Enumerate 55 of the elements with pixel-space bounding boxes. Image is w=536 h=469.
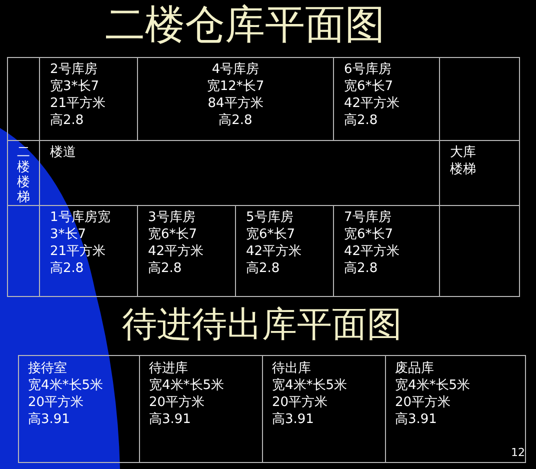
room-name: 2号库房 (50, 61, 98, 78)
room-name: 大库楼梯 (450, 144, 477, 178)
room-info: 宽3*长7 (50, 78, 100, 95)
room-cell (18, 355, 140, 463)
room-info: 20平方米 (149, 394, 206, 411)
room-info: 42平方米 (344, 243, 401, 260)
room-info: 高2.8 (50, 112, 85, 129)
section-heading: 待进待出库平面图 (122, 304, 402, 346)
room-info: 20平方米 (28, 394, 85, 411)
room-info: 20平方米 (395, 394, 452, 411)
room-info: 宽4米*长5米 (149, 377, 226, 394)
room-name: 二楼楼梯 (17, 145, 31, 205)
room-name: 6号库房 (344, 61, 392, 78)
empty-cell (7, 57, 40, 141)
room-info: 21平方米 (50, 95, 107, 112)
room-name: 4号库房 (212, 61, 260, 78)
room-info: 高3.91 (395, 411, 438, 428)
room-info: 高2.8 (50, 260, 85, 277)
room-name: 楼道 (50, 144, 77, 161)
room-info: 宽4米*长5米 (395, 377, 472, 394)
room-cell (262, 355, 386, 463)
room-name: 接待室 (28, 360, 68, 377)
room-info: 20平方米 (272, 394, 329, 411)
room-info: 84平方米 (208, 95, 264, 112)
room-info: 42平方米 (344, 95, 401, 112)
room-cell (385, 355, 526, 463)
room-info: 高2.8 (344, 112, 379, 129)
room-name: 5号库房 (246, 209, 294, 226)
room-info: 高3.91 (28, 411, 71, 428)
empty-cell (439, 57, 520, 141)
room-info: 宽6*长7 (246, 226, 296, 243)
page-number: 12 (511, 446, 525, 459)
room-name: 7号库房 (344, 209, 392, 226)
room-info: 宽6*长7 (344, 226, 394, 243)
room-name: 待出库 (272, 360, 312, 377)
room-info: 高2.8 (246, 260, 281, 277)
room-info: 宽4米*长5米 (28, 377, 104, 394)
room-info: 宽6*长7 (148, 226, 198, 243)
room-info: 宽6*长7 (344, 78, 394, 95)
room-info: 高3.91 (272, 411, 315, 428)
room-info: 高2.8 (344, 260, 379, 277)
room-name: 废品库 (395, 360, 435, 377)
room-name: 3号库房 (148, 209, 196, 226)
room-info: 42平方米 (148, 243, 205, 260)
room-info: 宽12*长7 (206, 78, 264, 95)
room-info: 高2.8 (218, 112, 252, 129)
room-info: 42平方米 (246, 243, 303, 260)
empty-cell (439, 205, 520, 297)
room-name: 待进库 (149, 360, 189, 377)
room-info: 宽4米*长5米 (272, 377, 348, 394)
room-info: 高3.91 (149, 411, 192, 428)
title: 二楼仓库平面图 (105, 1, 385, 49)
empty-cell (7, 205, 40, 297)
room-cell (139, 355, 263, 463)
room-info: 高2.8 (148, 260, 183, 277)
